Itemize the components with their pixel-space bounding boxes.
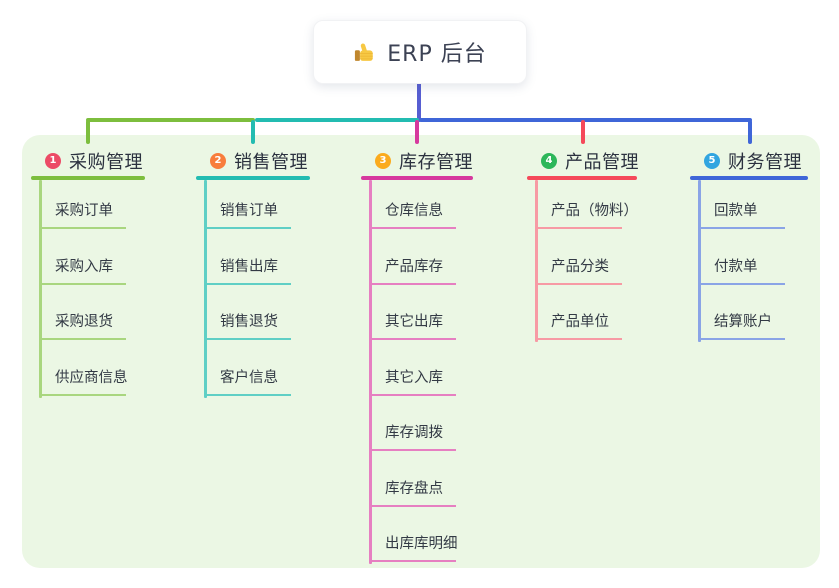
branch-badge: 1: [45, 153, 61, 169]
leaf-node[interactable]: 出库库明细: [369, 507, 458, 562]
leaf-node[interactable]: 回款单: [698, 180, 785, 229]
branch-underline: [527, 176, 637, 180]
branch-column: 4 产品管理 产品（物料）产品分类产品单位: [527, 150, 639, 342]
branches-panel: [22, 135, 820, 568]
branch-underline: [361, 176, 473, 180]
leaf-node[interactable]: 供应商信息: [39, 340, 128, 396]
leaf-node[interactable]: 采购入库: [39, 229, 126, 285]
branch-drop-line: [581, 120, 585, 144]
branch-items: 销售订单销售出库销售退货客户信息: [204, 180, 310, 396]
branch-drop-line: [86, 120, 90, 144]
branch-node[interactable]: 5 财务管理: [690, 150, 808, 173]
leaf-node[interactable]: 销售退货: [204, 285, 291, 340]
branch-column: 5 财务管理 回款单付款单结算账户: [690, 150, 808, 342]
branch-badge: 5: [704, 153, 720, 169]
branch-badge: 2: [210, 153, 226, 169]
root-node[interactable]: ERP 后台: [313, 20, 527, 84]
thumbs-up-icon: [353, 41, 376, 64]
branch-label: 销售管理: [234, 152, 308, 173]
branch-items: 产品（物料）产品分类产品单位: [535, 180, 638, 340]
branch-spine-line: [39, 180, 42, 398]
branch-items: 采购订单采购入库采购退货供应商信息: [39, 180, 145, 396]
rail-segment: [255, 118, 419, 122]
leaf-node[interactable]: 产品单位: [535, 285, 622, 340]
leaf-node[interactable]: 库存盘点: [369, 451, 456, 507]
leaf-node[interactable]: 其它入库: [369, 340, 456, 396]
branch-items: 回款单付款单结算账户: [698, 180, 808, 340]
leaf-node[interactable]: 付款单: [698, 229, 785, 285]
branch-label: 产品管理: [565, 152, 639, 173]
branch-underline: [196, 176, 310, 180]
branch-column: 1 采购管理 采购订单采购入库采购退货供应商信息: [31, 150, 145, 398]
leaf-node[interactable]: 产品库存: [369, 229, 456, 285]
rail-segment: [419, 118, 752, 122]
branch-node[interactable]: 3 库存管理: [361, 150, 473, 173]
leaf-node[interactable]: 仓库信息: [369, 180, 456, 229]
branch-spine-line: [204, 180, 207, 398]
leaf-node[interactable]: 销售出库: [204, 229, 291, 285]
branch-column: 3 库存管理 仓库信息产品库存其它出库其它入库库存调拨库存盘点出库库明细: [361, 150, 473, 564]
branch-node[interactable]: 4 产品管理: [527, 150, 639, 173]
branch-drop-line: [415, 120, 419, 144]
leaf-node[interactable]: 库存调拨: [369, 396, 456, 451]
branch-spine-line: [698, 180, 701, 342]
leaf-node[interactable]: 采购订单: [39, 180, 126, 229]
branch-spine-line: [535, 180, 538, 342]
branch-column: 2 销售管理 销售订单销售出库销售退货客户信息: [196, 150, 310, 398]
branch-drop-line: [748, 120, 752, 144]
branch-underline: [31, 176, 145, 180]
branch-spine-line: [369, 180, 372, 564]
leaf-node[interactable]: 结算账户: [698, 285, 785, 340]
branch-label: 库存管理: [399, 152, 473, 173]
branch-items: 仓库信息产品库存其它出库其它入库库存调拨库存盘点出库库明细: [369, 180, 473, 562]
branch-node[interactable]: 1 采购管理: [31, 150, 145, 173]
branch-node[interactable]: 2 销售管理: [196, 150, 310, 173]
trunk-line: [417, 82, 421, 122]
leaf-node[interactable]: 其它出库: [369, 285, 456, 340]
root-title: ERP 后台: [387, 42, 487, 67]
branch-badge: 3: [375, 153, 391, 169]
rail-segment: [86, 118, 255, 122]
leaf-node[interactable]: 产品分类: [535, 229, 622, 285]
leaf-node[interactable]: 客户信息: [204, 340, 291, 396]
leaf-node[interactable]: 产品（物料）: [535, 180, 638, 229]
branch-label: 财务管理: [728, 152, 802, 173]
branch-underline: [690, 176, 808, 180]
branch-badge: 4: [541, 153, 557, 169]
leaf-node[interactable]: 销售订单: [204, 180, 291, 229]
branch-label: 采购管理: [69, 152, 143, 173]
branch-drop-line: [251, 120, 255, 144]
leaf-node[interactable]: 采购退货: [39, 285, 126, 340]
